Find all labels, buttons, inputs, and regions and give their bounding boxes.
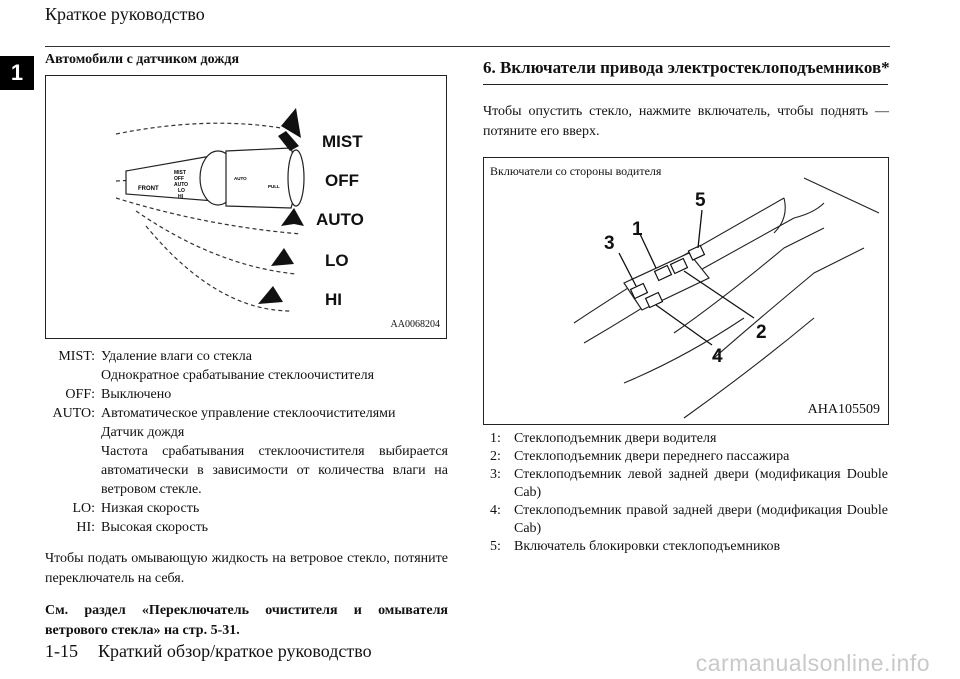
section-subtitle: Автомобили с датчиком дождя: [45, 52, 240, 67]
window-switch-illustration: 1 2 3 4 5: [573, 177, 880, 419]
page-number: 1-15: [45, 641, 78, 661]
stalk-auto-small: AUTO: [234, 176, 247, 181]
running-header: Краткое руководство: [45, 4, 205, 24]
wiper-modes-list: MIST: Удаление влаги со стекла Однократн…: [45, 347, 448, 537]
pos-auto-label: AUTO: [316, 210, 364, 229]
def-term: OFF:: [65, 387, 95, 402]
def-term: AUTO:: [52, 406, 95, 421]
arrow-lo: [271, 248, 294, 266]
def-line: Низкая скорость: [101, 501, 200, 516]
chapter-tab: 1: [0, 56, 34, 90]
stalk-hi-label: HI: [178, 194, 184, 200]
switch-driver: [653, 264, 673, 282]
list-item: 1: Стеклоподъемник двери водителя: [490, 431, 717, 446]
page-footer: 1-15 Краткий обзор/краткое руководство: [45, 641, 372, 662]
switch-passenger: [669, 257, 689, 275]
stalk-mist-label: MIST: [174, 170, 186, 176]
cross-reference: См. раздел «Переключатель очистителя и о…: [45, 603, 448, 638]
window-switch-figure: 1 2 3 4 5 Включатели со стороны водителя…: [483, 157, 889, 425]
list-item: 2: Стеклоподъемник двери переднего пасса…: [490, 449, 790, 464]
pos-hi-label: HI: [325, 290, 342, 309]
pull-label: PULL: [268, 184, 280, 189]
figure-code: AHA105509: [807, 402, 880, 417]
def-lo: LO: Низкая скорость: [45, 499, 448, 518]
washer-instruction: Чтобы подать омывающую жидкость на ветро…: [45, 551, 448, 586]
callout-5: 5: [695, 190, 706, 211]
list-item: 5: Включатель блокировки стеклоподъемник…: [490, 539, 781, 554]
armrest-curve: [793, 202, 825, 219]
leader-2: [683, 270, 755, 319]
arrow-auto: [281, 208, 304, 226]
wiper-stalk-figure: FRONT MIST OFF AUTO LO HI AUTO PULL MIST…: [45, 75, 447, 339]
arc-mist: [115, 122, 282, 135]
callout-2: 2: [756, 322, 767, 343]
def-line: Высокая скорость: [101, 520, 209, 535]
def-line: Частота срабатывания стеклоочистителя вы…: [101, 444, 448, 497]
leader-3: [618, 252, 637, 287]
def-auto: AUTO: Автоматическое управление стеклооч…: [45, 404, 448, 499]
switch-legend-list: 1: Стеклоподъемник двери водителя 2: Сте…: [490, 430, 888, 556]
switch-rear-left: [629, 282, 649, 300]
footer-title: Краткий обзор/краткое руководство: [98, 641, 372, 661]
door-edge: [803, 177, 880, 214]
stalk-auto-label: AUTO: [174, 182, 188, 188]
watermark: carmanualsonline.info: [695, 650, 930, 676]
leader-4: [655, 304, 713, 346]
leader-5: [697, 209, 703, 249]
arrow-hi: [258, 286, 283, 304]
switch-lock: [687, 244, 706, 261]
arrow-mist-tail: [278, 131, 299, 151]
callout-4: 4: [712, 346, 723, 367]
front-label: FRONT: [138, 186, 159, 192]
arc-auto: [115, 197, 302, 235]
arrow-mist: [281, 108, 301, 138]
figure-caption: Включатели со стороны водителя: [490, 164, 662, 178]
armrest-front: [773, 197, 786, 234]
stalk-off-label: OFF: [174, 176, 184, 182]
def-mist: MIST: Удаление влаги со стекла Однократн…: [45, 347, 448, 385]
pos-mist-label: MIST: [322, 132, 363, 151]
section-rule: [483, 84, 888, 85]
callout-3: 3: [604, 233, 615, 254]
list-item: 4: Стеклоподъемник правой задней двери (…: [490, 503, 888, 536]
section-title: 6. Включатели привода электростеклоподъе…: [483, 58, 890, 77]
def-line: Удаление влаги со стекла: [101, 349, 252, 364]
def-term: LO:: [72, 501, 95, 516]
arc-hi: [145, 225, 292, 312]
def-term: MIST:: [58, 349, 95, 364]
armrest-edge-3: [673, 227, 825, 334]
header-rule: [45, 46, 890, 47]
window-intro: Чтобы опустить стекло, нажмите включател…: [483, 104, 889, 139]
pos-off-label: OFF: [325, 171, 359, 190]
switch-rear-right: [644, 291, 664, 309]
list-item: 3: Стеклоподъемник левой задней двери (м…: [490, 467, 888, 500]
pos-lo-label: LO: [325, 251, 349, 270]
armrest-edge-6: [683, 317, 815, 419]
def-term: HI:: [76, 520, 95, 535]
def-hi: HI: Высокая скорость: [45, 518, 448, 537]
armrest-edge-4: [713, 247, 865, 359]
callout-1: 1: [632, 219, 643, 240]
def-line: Автоматическое управление стеклоочистите…: [101, 406, 396, 421]
arc-lo: [135, 210, 297, 275]
figure-code: AA0068204: [390, 319, 440, 330]
def-line: Датчик дождя: [101, 425, 185, 440]
def-off: OFF: Выключено: [45, 385, 448, 404]
wiper-stalk-illustration: FRONT MIST OFF AUTO LO HI AUTO PULL MIST…: [115, 108, 364, 312]
def-line: Выключено: [101, 387, 172, 402]
switch-panel: [623, 252, 710, 311]
armrest-edge-5: [623, 317, 745, 384]
leader-1: [639, 233, 657, 269]
def-line: Однократное срабатывание стеклоочистител…: [101, 368, 375, 383]
stalk-lo-label: LO: [178, 188, 185, 194]
stalk-tip: [287, 149, 305, 207]
